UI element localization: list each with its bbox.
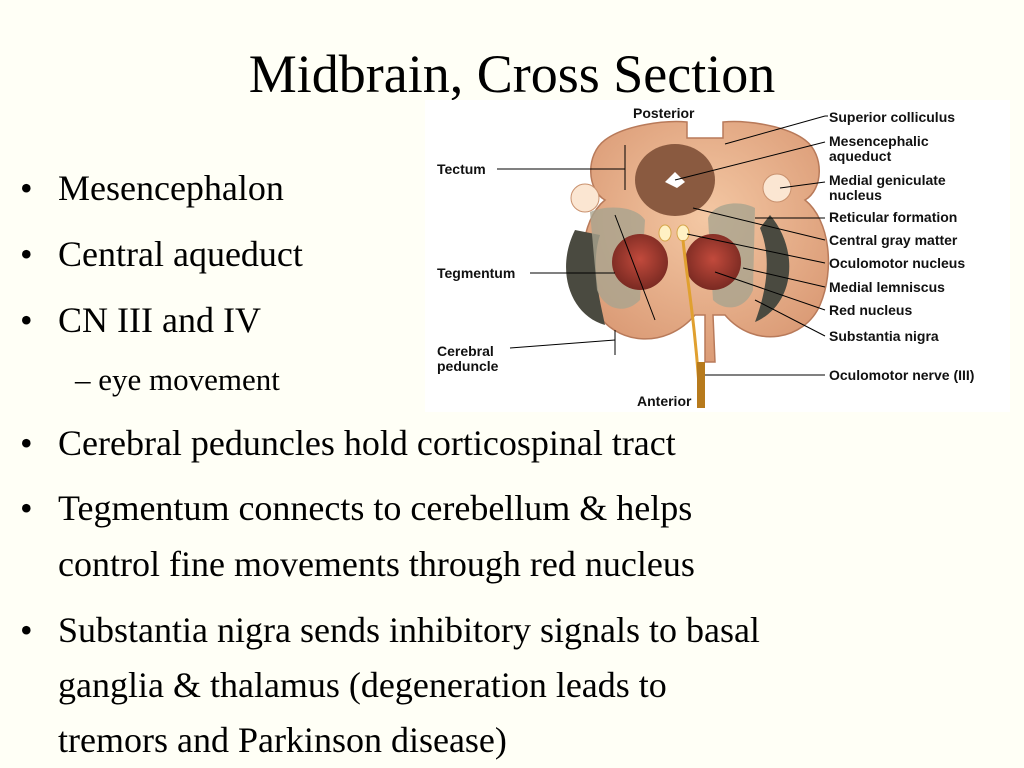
label-oculomotor-nerve: Oculomotor nerve (III)	[829, 367, 974, 383]
label-red-nucleus: Red nucleus	[829, 302, 912, 318]
substantia-nigra-right	[755, 215, 790, 322]
label-central-gray-matter: Central gray matter	[829, 232, 958, 248]
label-superior-colliculus: Superior colliculus	[829, 109, 955, 125]
label-tegmentum: Tegmentum	[437, 265, 515, 281]
label-tectum: Tectum	[437, 161, 486, 177]
label-posterior: Posterior	[633, 105, 695, 121]
label-reticular-formation: Reticular formation	[829, 209, 957, 225]
bullet-symbol: •	[20, 610, 33, 650]
bullet-symbol: •	[20, 168, 33, 208]
label-aqueduct: aqueduct	[829, 148, 892, 164]
bullet-text: Substantia nigra sends inhibitory signal…	[58, 610, 760, 650]
label-cerebral: Cerebral	[437, 343, 494, 359]
label-oculomotor-nucleus: Oculomotor nucleus	[829, 255, 965, 271]
nerve-stub	[697, 362, 705, 408]
red-nucleus-left	[612, 234, 668, 290]
bullet-symbol: •	[20, 423, 33, 463]
label-substantia-nigra: Substantia nigra	[829, 328, 939, 344]
midbrain-cross-section-figure: Posterior Anterior Tectum Tegmentum Cere…	[425, 100, 1010, 412]
label-medial-geniculate: Medial geniculate	[829, 172, 946, 188]
bullet-symbol: •	[20, 488, 33, 528]
label-medial-lemniscus: Medial lemniscus	[829, 279, 945, 295]
label-anterior: Anterior	[637, 393, 692, 409]
bullet-text: Central aqueduct	[58, 234, 303, 274]
red-nucleus-right	[685, 234, 741, 290]
bullet-text: tremors and Parkinson disease)	[58, 720, 507, 760]
label-nucleus: nucleus	[829, 187, 882, 203]
bullet-text: CN III and IV	[58, 300, 261, 340]
oculomotor-nucleus-left	[658, 224, 672, 242]
bullet-symbol: •	[20, 234, 33, 274]
bullet-text: control fine movements through red nucle…	[58, 544, 695, 584]
left-colliculus	[570, 183, 600, 213]
label-mesencephalic: Mesencephalic	[829, 133, 929, 149]
right-colliculus	[762, 173, 792, 203]
label-peduncle: peduncle	[437, 358, 499, 374]
bullet-text: Cerebral peduncles hold corticospinal tr…	[58, 423, 676, 463]
bullet-text: Mesencephalon	[58, 168, 284, 208]
midbrain-illustration: Posterior Anterior Tectum Tegmentum Cere…	[437, 105, 974, 409]
bullet-symbol: •	[20, 300, 33, 340]
bullet-text: ganglia & thalamus (degeneration leads t…	[58, 665, 667, 705]
slide-title: Midbrain, Cross Section	[248, 44, 776, 104]
sub-bullet-text: – eye movement	[75, 362, 280, 397]
bullet-text: Tegmentum connects to cerebellum & helps	[58, 488, 693, 528]
oculomotor-nucleus-right	[676, 224, 690, 242]
